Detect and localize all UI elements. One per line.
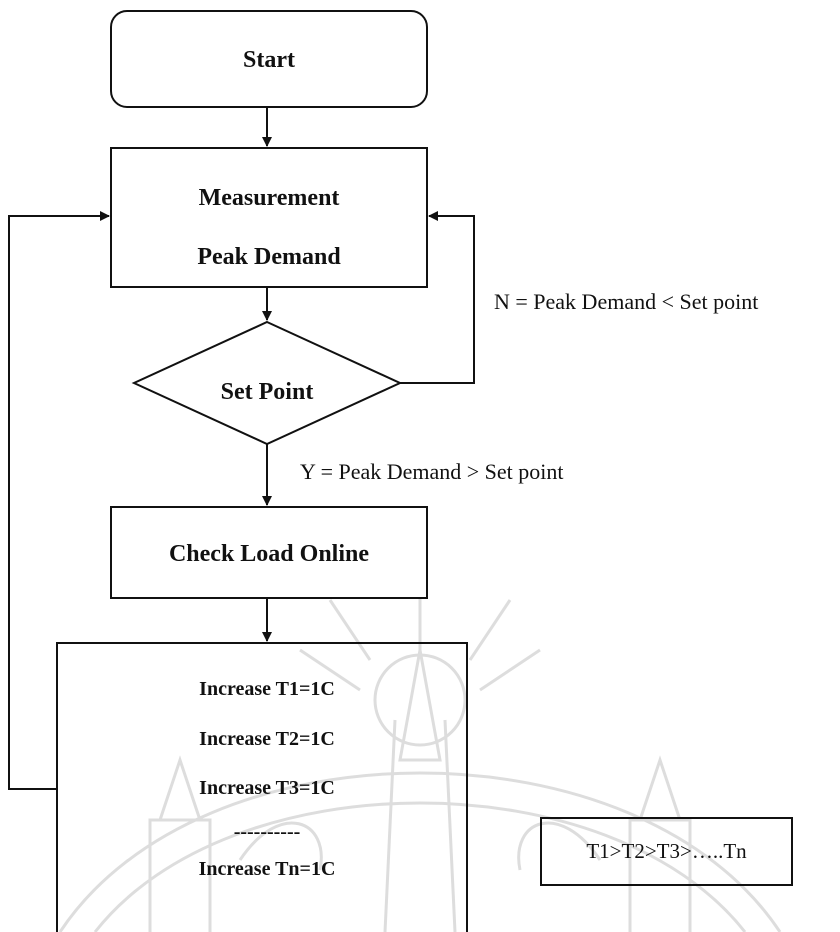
- arrow-return-loop: [8, 211, 110, 790]
- increase-steps-box: [56, 642, 468, 932]
- yes-branch-label: Y = Peak Demand > Set point: [300, 459, 564, 484]
- order-note: T1>T2>T3>…..Tn: [586, 839, 747, 863]
- check-load-box: [110, 506, 428, 599]
- check-load-label: Check Load Online: [168, 541, 370, 567]
- start-label: Start: [243, 47, 295, 73]
- no-branch-label: N = Peak Demand < Set point: [494, 289, 759, 314]
- arrow-no-loop: [400, 211, 475, 384]
- set-point-label: Set Point: [220, 379, 314, 405]
- watermark-seal: [58, 590, 782, 932]
- measurement-label-line2: Peak Demand: [197, 244, 341, 270]
- step-t2: Increase T2=1C: [199, 728, 335, 750]
- start-terminator: [110, 10, 428, 108]
- note-box: [540, 817, 793, 886]
- step-ellipsis: ----------: [233, 821, 301, 843]
- measurement-box: [110, 147, 428, 288]
- measurement-label-line1: Measurement: [198, 185, 340, 211]
- step-t1: Increase T1=1C: [199, 678, 335, 700]
- step-tn: Increase Tn=1C: [198, 858, 336, 880]
- step-t3: Increase T3=1C: [199, 777, 335, 799]
